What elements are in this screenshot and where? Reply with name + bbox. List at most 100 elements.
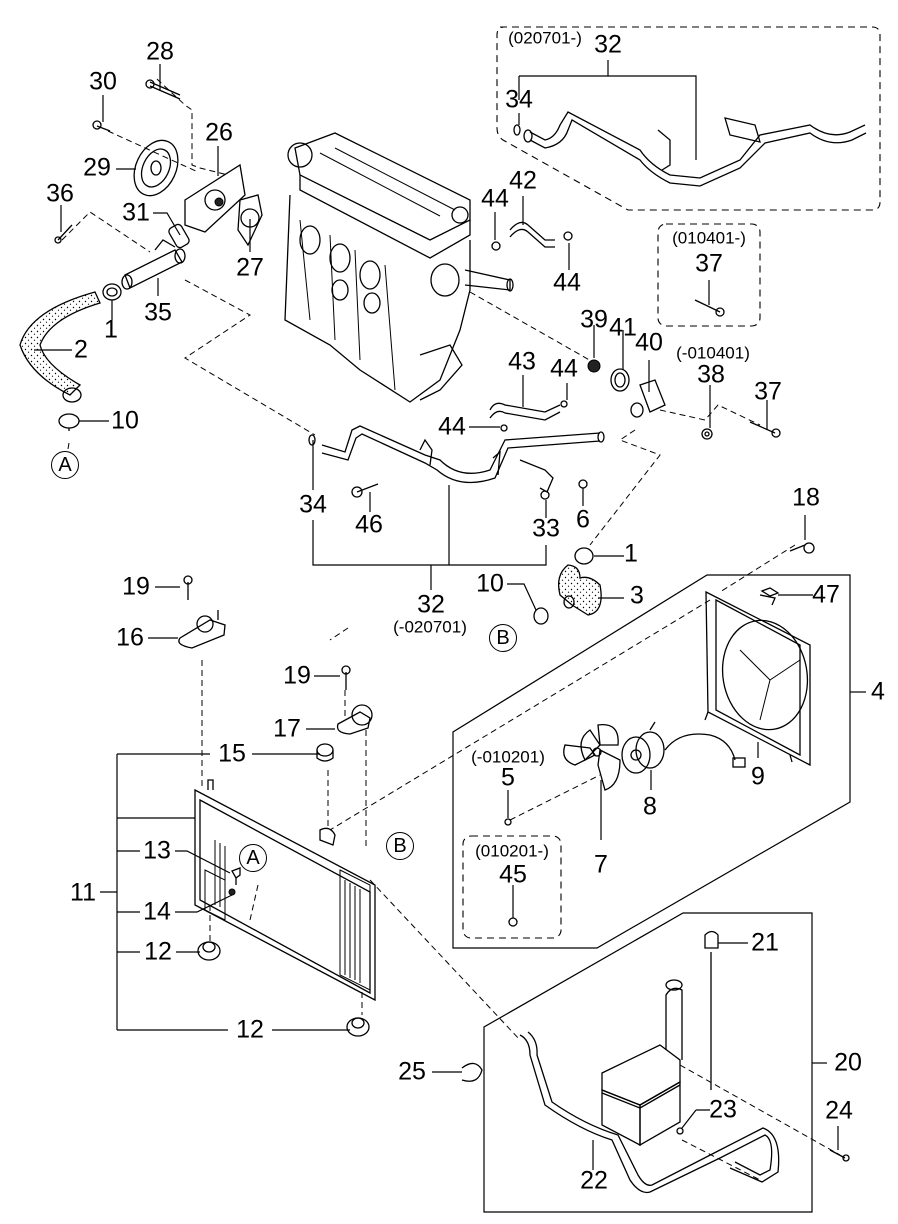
group-box-010201 <box>462 835 562 939</box>
clip-25 <box>461 1062 483 1082</box>
bolt-19b <box>341 665 351 690</box>
part-label-1-upper: 1 <box>104 315 118 344</box>
assembly-line <box>107 130 199 173</box>
group-box-020701 <box>496 26 881 211</box>
bolt-28 <box>145 79 181 100</box>
bolt-19a <box>183 575 193 600</box>
drain-plug-13 <box>231 867 241 885</box>
bolt-24 <box>829 1149 850 1162</box>
group-box-reservoir-20 <box>483 912 813 1213</box>
part-label-5: 5 <box>501 763 515 792</box>
pipe-32-new <box>513 111 867 187</box>
bracket-33 <box>519 459 554 500</box>
part-label-36: 36 <box>46 179 74 208</box>
part-label-22: 22 <box>580 1166 608 1195</box>
clamp-10-upper <box>58 413 80 431</box>
note-010201-until: (-010201) <box>471 747 545 767</box>
bolt-18 <box>789 542 815 554</box>
assembly-line <box>369 879 521 1041</box>
part-label-42: 42 <box>509 166 537 195</box>
nut-38 <box>701 428 713 440</box>
hose-3 <box>557 564 602 616</box>
clip-5 <box>504 818 512 826</box>
mount-bracket-16 <box>178 610 226 649</box>
assembly-line <box>249 884 259 921</box>
group-box-010401 <box>657 223 761 327</box>
bolt-36 <box>54 224 73 244</box>
part-label-18: 18 <box>792 483 820 512</box>
part-label-1-lower: 1 <box>624 539 638 568</box>
note-020701-until: (-020701) <box>393 617 467 637</box>
part-label-17: 17 <box>273 714 301 743</box>
clamp-10-lower <box>533 607 549 625</box>
part-label-34-old: 34 <box>299 490 327 519</box>
part-label-10-upper: 10 <box>111 406 139 435</box>
bolt-46 <box>351 483 379 498</box>
part-label-29: 29 <box>83 153 111 182</box>
reservoir-tank <box>601 979 683 1147</box>
water-pump-26 <box>184 163 246 233</box>
part-label-15: 15 <box>218 739 246 768</box>
callout-a-radiator: A <box>239 844 267 872</box>
part-label-27: 27 <box>236 253 264 282</box>
part-label-23: 23 <box>709 1095 737 1124</box>
assembly-line <box>329 599 711 831</box>
hose-2 <box>19 291 101 403</box>
thermostat-39 <box>587 359 601 373</box>
bolt-37a <box>694 299 725 317</box>
radiator <box>194 779 376 1002</box>
pipe-32-old <box>308 425 605 484</box>
cap-21 <box>704 930 719 1090</box>
pulley-29 <box>133 139 179 197</box>
part-label-35: 35 <box>144 298 172 327</box>
note-010401-until: (-010401) <box>676 343 750 363</box>
overflow-hose-22 <box>519 1031 780 1194</box>
leader-lines <box>34 60 866 1170</box>
assembly-line <box>329 627 349 641</box>
part-label-37-old: 37 <box>754 377 782 406</box>
part-label-30: 30 <box>89 67 117 96</box>
part-label-24: 24 <box>825 1096 853 1125</box>
part-label-6: 6 <box>576 505 590 534</box>
part-label-16: 16 <box>116 623 144 652</box>
assembly-line <box>61 211 151 253</box>
callout-b-radiator: B <box>386 832 414 860</box>
part-label-39: 39 <box>580 305 608 334</box>
part-label-40: 40 <box>635 328 663 357</box>
part-label-9: 9 <box>751 762 765 791</box>
assembly-line <box>719 544 796 593</box>
clamp-1-upper <box>102 283 122 301</box>
part-label-37-new: 37 <box>695 249 723 278</box>
insulator-12b <box>346 1017 370 1037</box>
part-label-3: 3 <box>630 581 644 610</box>
insulator-12a <box>197 941 221 961</box>
nut-44a <box>491 241 501 251</box>
part-label-46: 46 <box>355 510 383 539</box>
part-label-10-lower: 10 <box>476 569 504 598</box>
part-label-12b: 12 <box>236 1015 264 1044</box>
part-label-20: 20 <box>834 1048 862 1077</box>
part-label-44d: 44 <box>438 412 466 441</box>
mount-bracket-17 <box>336 704 373 735</box>
part-label-26: 26 <box>205 118 233 147</box>
part-label-11: 11 <box>70 878 96 907</box>
part-label-8: 8 <box>643 792 657 821</box>
part-label-21: 21 <box>751 928 779 957</box>
nut-45 <box>508 917 518 927</box>
part-label-47: 47 <box>812 580 840 609</box>
part-label-44b: 44 <box>553 268 581 297</box>
engine-block <box>284 132 514 403</box>
part-label-41: 41 <box>609 313 637 342</box>
gasket-31 <box>168 223 190 249</box>
pipe-42 <box>509 221 555 248</box>
clip-23 <box>676 1127 684 1135</box>
bolt-37b <box>749 421 781 438</box>
assembly-line <box>509 774 601 821</box>
cap-15 <box>316 743 334 762</box>
tag-47 <box>760 587 780 597</box>
callout-b-hose: B <box>489 624 517 652</box>
o-ring-14 <box>228 888 236 896</box>
part-label-4: 4 <box>871 677 885 706</box>
